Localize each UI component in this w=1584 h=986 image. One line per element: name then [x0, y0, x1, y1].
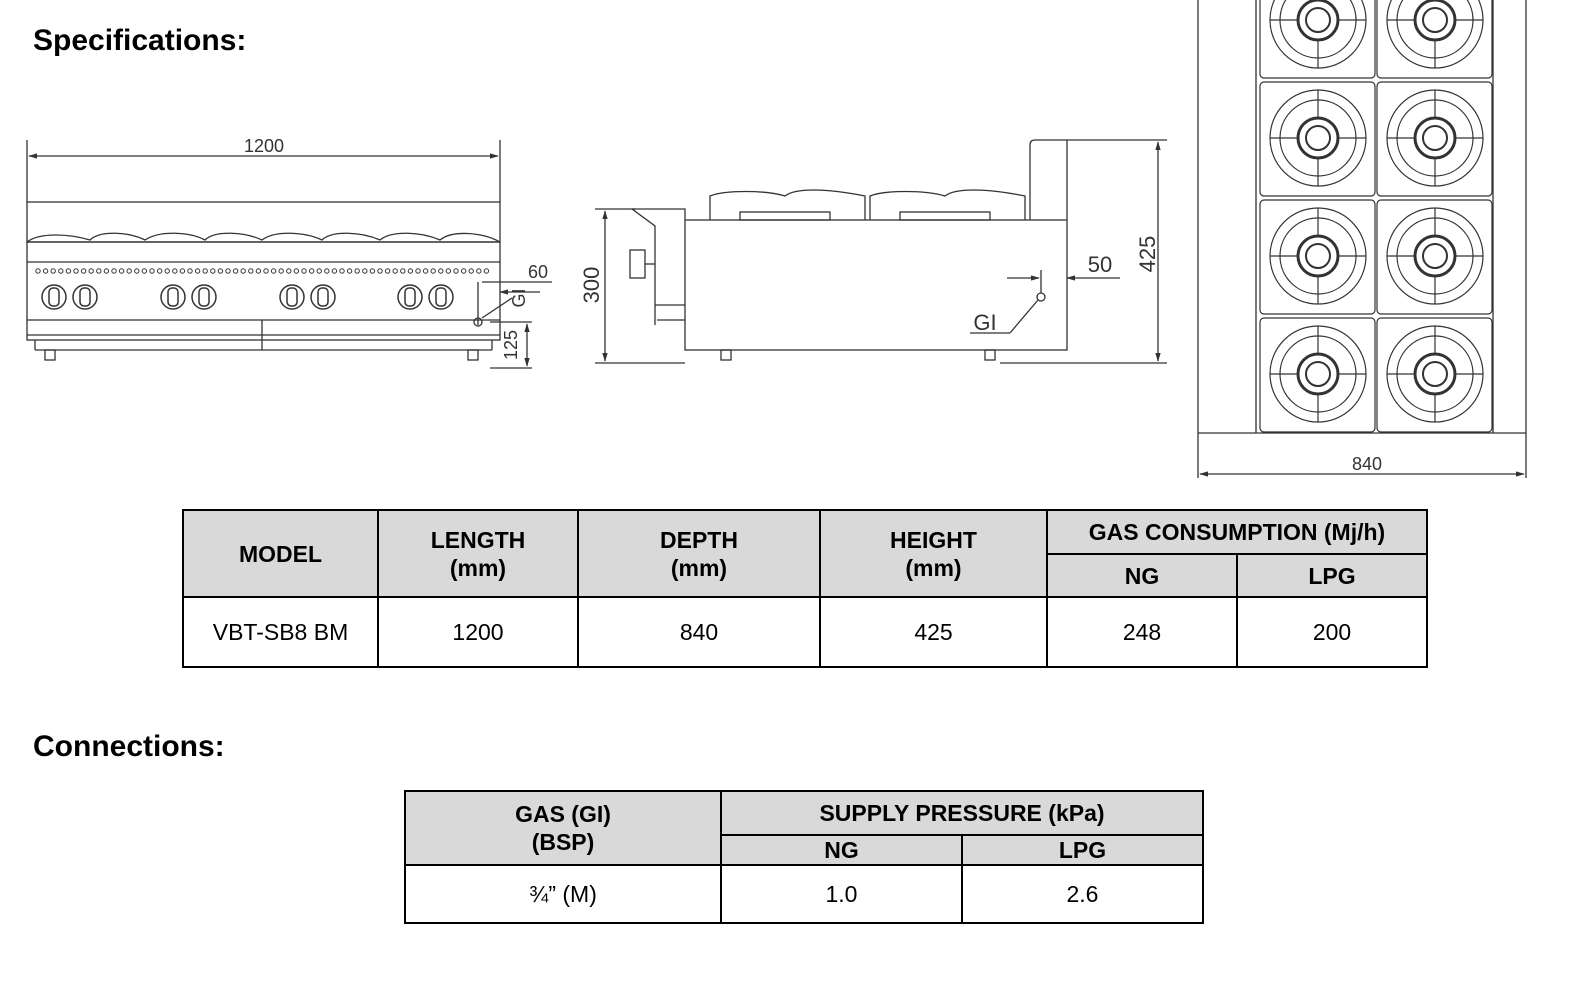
front-width-label: 1200	[244, 136, 284, 156]
knob-icon	[41, 284, 67, 310]
cell-length: 1200	[377, 596, 579, 668]
burner-icon	[1259, 81, 1376, 197]
header-gas-consumption: GAS CONSUMPTION (Mj/h)	[1046, 509, 1428, 555]
knob-icon	[72, 284, 98, 310]
connections-heading: Connections:	[33, 730, 225, 763]
header-length: LENGTH(mm)	[377, 509, 579, 598]
cell-ng: 248	[1046, 596, 1238, 668]
top-view-drawing: 840	[1197, 0, 1527, 478]
burner-icon	[1376, 0, 1493, 79]
header-ng: NG	[1046, 553, 1238, 598]
knob-icon	[428, 284, 454, 310]
knob-icon	[160, 284, 186, 310]
knob-icon	[397, 284, 423, 310]
header-lpg: LPG	[1236, 553, 1428, 598]
cell-model: VBT-SB8 BM	[182, 596, 379, 668]
cell-gas-connection: ¾” (M)	[404, 864, 722, 924]
side-gi-label: GI	[973, 310, 996, 335]
front-gi-offset-label: 60	[528, 262, 548, 282]
burner-icon	[1259, 317, 1376, 433]
side-view-drawing: 300 425 50 GI	[579, 139, 1167, 364]
cell-lpg-pressure: 2.6	[961, 864, 1204, 924]
knob-icon	[191, 284, 217, 310]
front-view-drawing: 1200 60 GI 125	[26, 136, 552, 369]
burner-icon	[1376, 199, 1493, 315]
burner-icon	[1259, 199, 1376, 315]
table-row: VBT-SB8 BM 1200 840 425 248 200	[182, 596, 1428, 668]
header-height: HEIGHT(mm)	[819, 509, 1048, 598]
front-gi-height-label: 125	[501, 330, 521, 360]
top-depth-label: 840	[1352, 454, 1382, 474]
header-supply-pressure: SUPPLY PRESSURE (kPa)	[720, 790, 1204, 836]
front-gi-label: GI	[509, 288, 529, 307]
cell-lpg: 200	[1236, 596, 1428, 668]
connections-table: GAS (GI)(BSP) SUPPLY PRESSURE (kPa) NG L…	[404, 790, 1204, 924]
knob-icon	[310, 284, 336, 310]
specifications-heading: Specifications:	[33, 24, 247, 57]
side-depth-label: 300	[579, 267, 604, 304]
burner-icon	[1376, 317, 1493, 433]
header-model: MODEL	[182, 509, 379, 598]
side-height-label: 425	[1135, 236, 1160, 273]
cell-ng-pressure: 1.0	[720, 864, 963, 924]
header-ng: NG	[720, 834, 963, 866]
header-lpg: LPG	[961, 834, 1204, 866]
knob-icon	[279, 284, 305, 310]
header-depth: DEPTH(mm)	[577, 509, 821, 598]
table-row: ¾” (M) 1.0 2.6	[404, 864, 1204, 924]
burner-icon	[1259, 0, 1376, 79]
side-gi-offset-label: 50	[1088, 252, 1112, 277]
burner-icon	[1376, 81, 1493, 197]
cell-depth: 840	[577, 596, 821, 668]
specifications-table: MODEL LENGTH(mm) DEPTH(mm) HEIGHT(mm) GA…	[182, 509, 1428, 668]
header-gas-gi: GAS (GI)(BSP)	[404, 790, 722, 866]
cell-height: 425	[819, 596, 1048, 668]
